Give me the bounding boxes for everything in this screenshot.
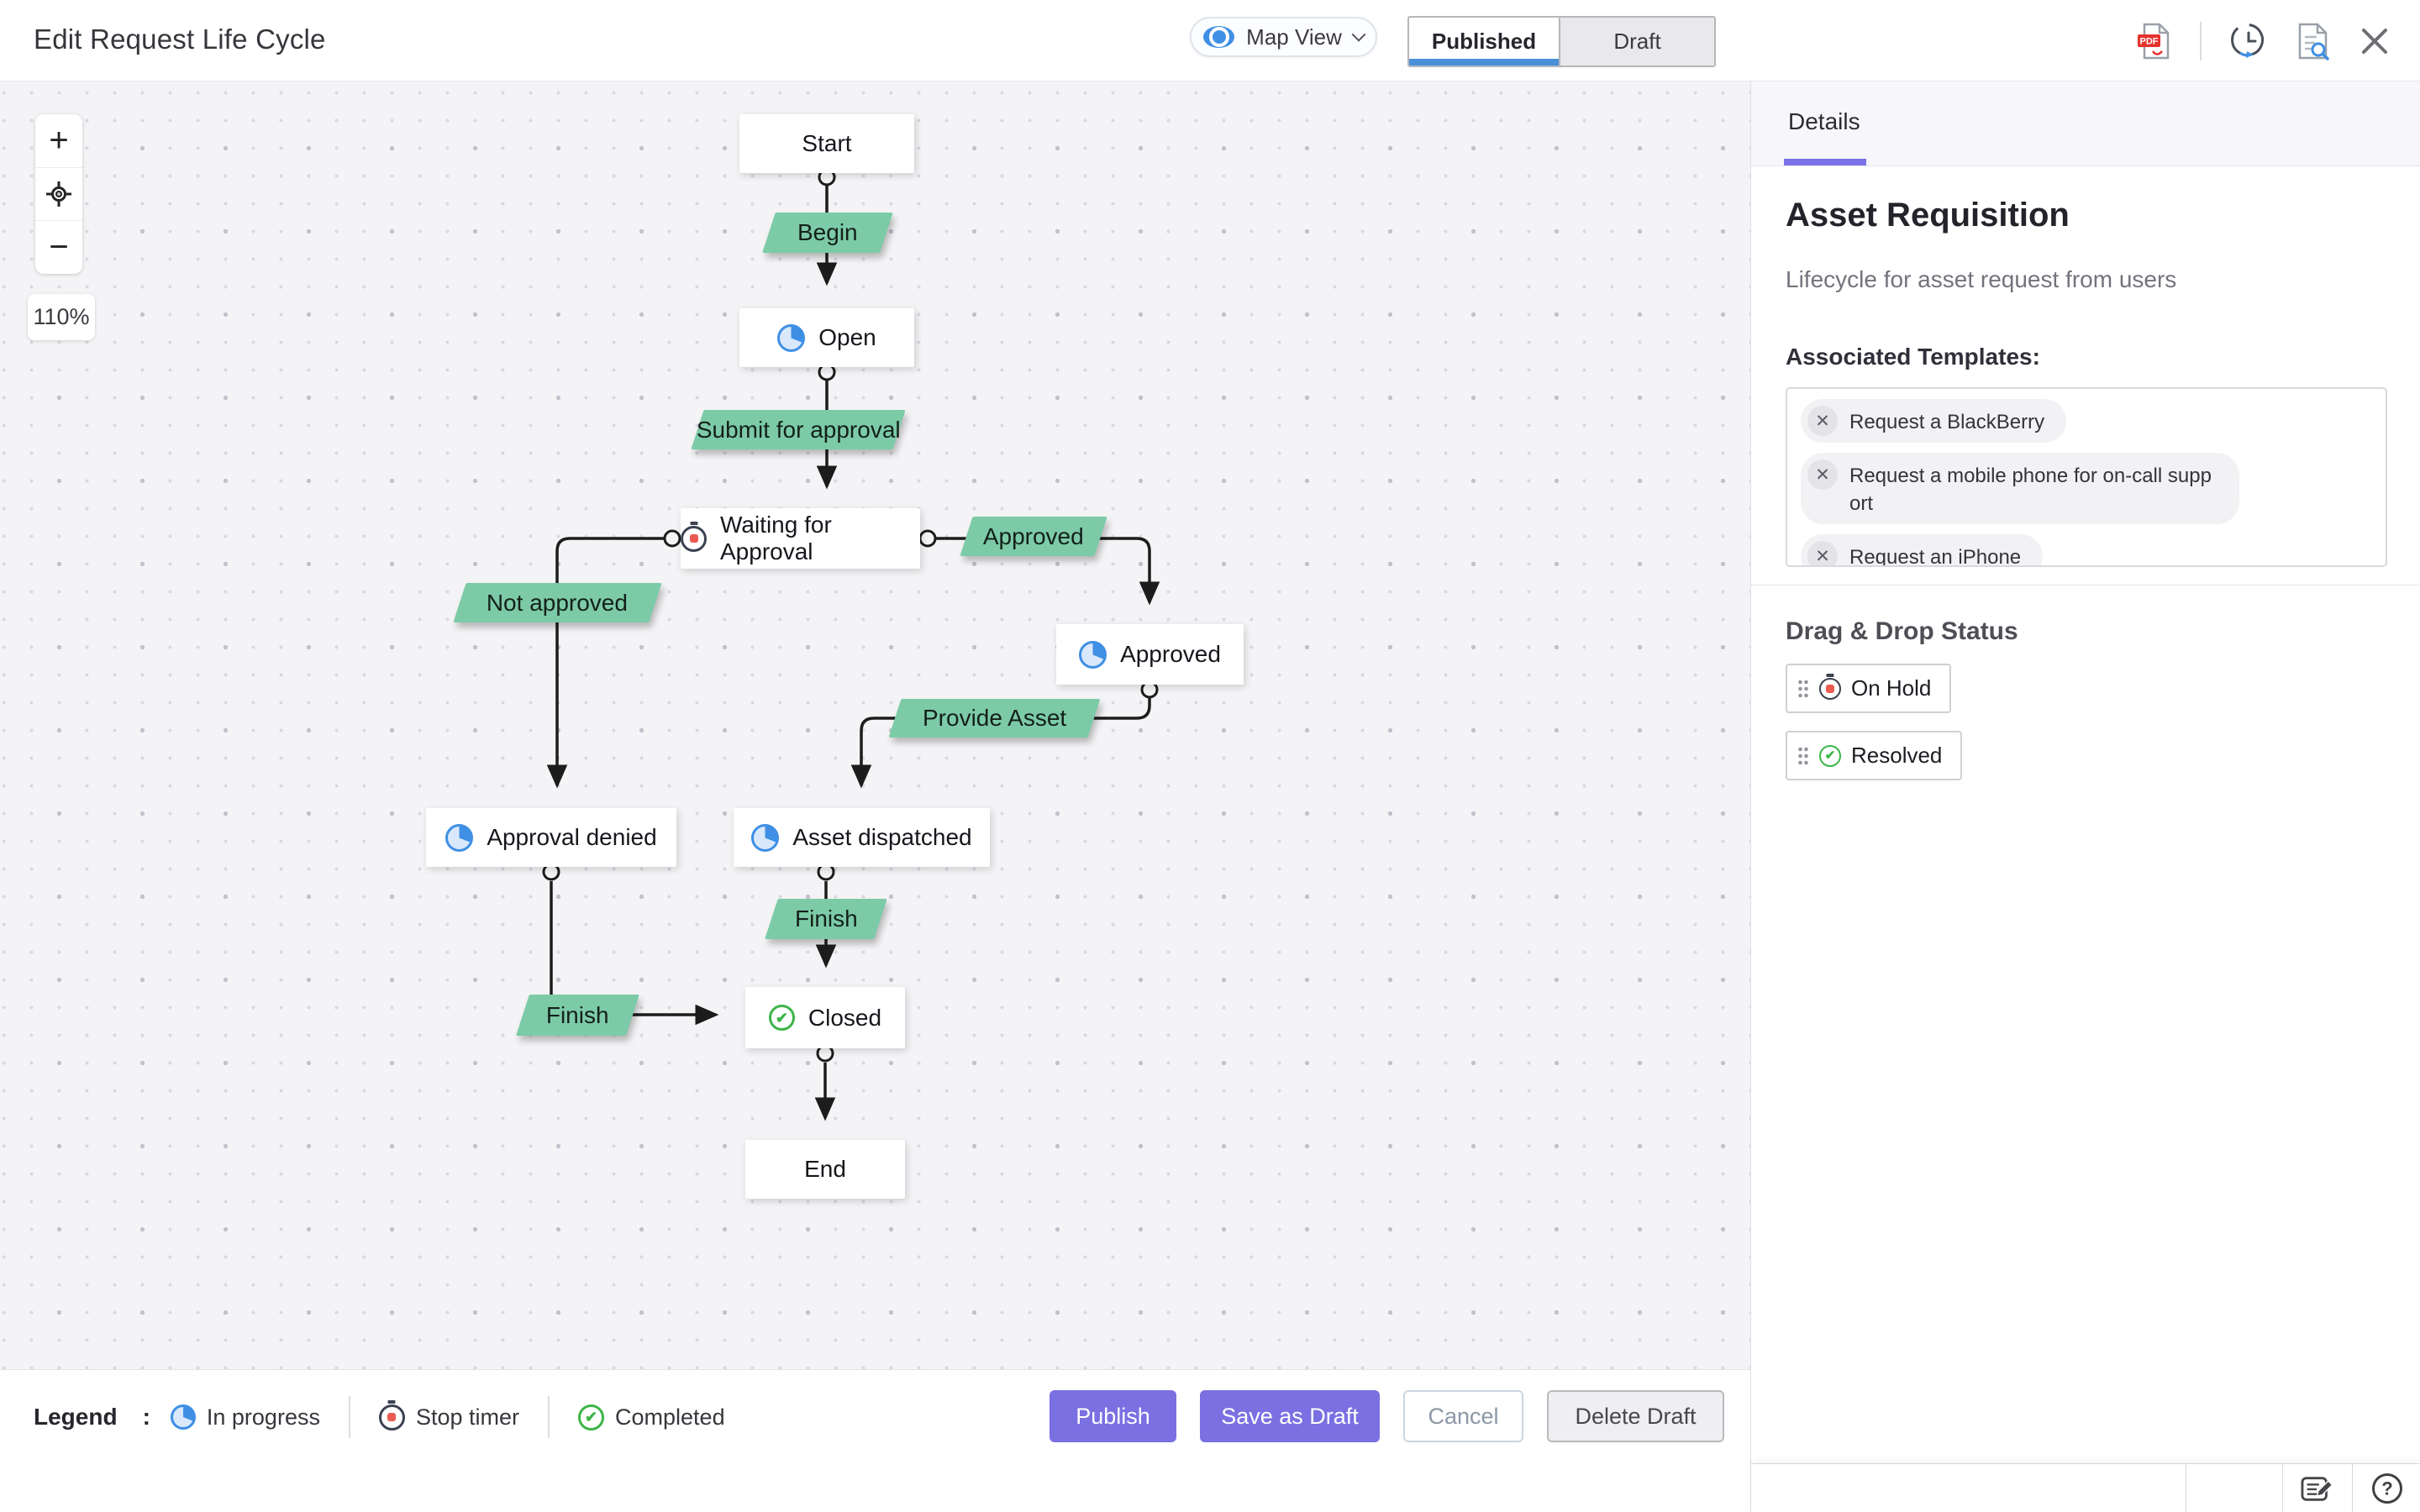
zoom-out-button[interactable]: − bbox=[35, 220, 82, 274]
panel-body: Asset Requisition Lifecycle for asset re… bbox=[1751, 166, 2420, 780]
node-start[interactable]: Start bbox=[739, 114, 914, 173]
transition-provide-asset[interactable]: Provide Asset bbox=[888, 699, 1101, 738]
transition-approved[interactable]: Approved bbox=[960, 517, 1107, 556]
legend-title: Legend bbox=[34, 1404, 118, 1430]
export-pdf-icon[interactable]: PDF bbox=[2136, 21, 2171, 61]
panel-bottom-toolbar: ? bbox=[1751, 1463, 2420, 1512]
transition-submit-for-approval[interactable]: Submit for approval bbox=[691, 410, 906, 449]
legend: Legend : In progress Stop timer Complete… bbox=[34, 1390, 725, 1444]
node-approval-denied[interactable]: Approval denied bbox=[426, 808, 676, 867]
node-open[interactable]: Open bbox=[739, 308, 914, 367]
lifecycle-title: Asset Requisition bbox=[1786, 197, 2070, 234]
node-asset-dispatched[interactable]: Asset dispatched bbox=[734, 808, 990, 867]
remove-template-icon[interactable] bbox=[1807, 541, 1838, 565]
save-as-draft-button[interactable]: Save as Draft bbox=[1200, 1390, 1380, 1442]
transition-finish[interactable]: Finish bbox=[765, 899, 887, 939]
node-approved[interactable]: Approved bbox=[1056, 624, 1244, 685]
completed-icon bbox=[578, 1404, 605, 1431]
locate-icon bbox=[46, 181, 71, 207]
publish-button[interactable]: Publish bbox=[1050, 1390, 1176, 1442]
in-progress-icon bbox=[751, 823, 780, 852]
in-progress-icon bbox=[170, 1404, 196, 1430]
completed-icon bbox=[768, 1005, 795, 1031]
eye-icon bbox=[1203, 26, 1235, 48]
legend-item-completed: Completed bbox=[578, 1404, 725, 1431]
stop-timer-icon bbox=[681, 525, 707, 552]
help-button[interactable]: ? bbox=[2352, 1464, 2420, 1512]
divider bbox=[548, 1396, 550, 1438]
node-closed[interactable]: Closed bbox=[745, 987, 905, 1048]
in-progress-icon bbox=[1079, 640, 1107, 669]
tab-published[interactable]: Published bbox=[1409, 18, 1559, 66]
transition-not-approved[interactable]: Not approved bbox=[453, 583, 662, 622]
close-icon[interactable] bbox=[2360, 26, 2390, 56]
tab-draft[interactable]: Draft bbox=[1559, 18, 1714, 66]
stop-timer-icon bbox=[378, 1404, 405, 1431]
toolbar-spacer bbox=[2186, 1464, 2282, 1512]
publish-state-tabs: Published Draft bbox=[1407, 16, 1716, 67]
cancel-button[interactable]: Cancel bbox=[1403, 1390, 1523, 1442]
divider bbox=[348, 1396, 350, 1438]
header: Edit Request Life Cycle Map View Publish… bbox=[0, 0, 2420, 81]
footer-buttons: Publish Save as Draft Cancel Delete Draf… bbox=[1050, 1390, 1724, 1442]
history-icon[interactable] bbox=[2230, 23, 2267, 60]
svg-text:?: ? bbox=[2381, 1478, 2392, 1499]
help-icon: ? bbox=[2371, 1473, 2402, 1504]
zoom-controls: + − bbox=[35, 114, 82, 274]
drag-handle-icon bbox=[1798, 680, 1808, 697]
remove-template-icon[interactable] bbox=[1807, 406, 1838, 436]
chevron-down-icon bbox=[1351, 27, 1366, 42]
audit-document-icon[interactable] bbox=[2296, 21, 2331, 61]
header-actions: PDF bbox=[2136, 0, 2390, 81]
node-end[interactable]: End bbox=[745, 1140, 905, 1199]
canvas-footer: Legend : In progress Stop timer Complete… bbox=[0, 1369, 1750, 1512]
template-chip: Request a BlackBerry bbox=[1801, 399, 2067, 444]
template-chip: Request an iPhone bbox=[1801, 534, 2044, 565]
zoom-level-badge: 110% bbox=[28, 294, 95, 340]
drag-status-on-hold[interactable]: On Hold bbox=[1786, 664, 1952, 713]
associated-templates-label: Associated Templates: bbox=[1786, 344, 2040, 370]
lifecycle-description: Lifecycle for asset request from users bbox=[1786, 266, 2177, 292]
view-selector-label: Map View bbox=[1246, 24, 1342, 50]
active-tab-underline bbox=[1784, 159, 1866, 165]
associated-templates-box: Request a BlackBerry Request a mobile ph… bbox=[1786, 387, 2387, 567]
template-chip: Request a mobile phone for on-call suppo… bbox=[1801, 453, 2239, 525]
panel-tabs: Details bbox=[1751, 81, 2420, 166]
fit-to-screen-button[interactable] bbox=[35, 166, 82, 221]
remove-template-icon[interactable] bbox=[1807, 459, 1838, 491]
legend-item-stop-timer: Stop timer bbox=[378, 1404, 519, 1431]
view-selector-dropdown[interactable]: Map View bbox=[1190, 17, 1377, 57]
zoom-in-button[interactable]: + bbox=[49, 121, 69, 159]
stop-timer-icon bbox=[1819, 677, 1841, 700]
delete-draft-button[interactable]: Delete Draft bbox=[1547, 1390, 1724, 1442]
completed-icon bbox=[1819, 744, 1841, 767]
transition-finish[interactable]: Finish bbox=[516, 995, 639, 1036]
edit-note-icon bbox=[2301, 1476, 2333, 1501]
legend-item-in-progress: In progress bbox=[170, 1404, 320, 1431]
drag-drop-status-label: Drag & Drop Status bbox=[1786, 617, 2018, 645]
details-panel: Details Asset Requisition Lifecycle for … bbox=[1750, 81, 2420, 1512]
svg-text:PDF: PDF bbox=[2140, 36, 2159, 46]
in-progress-icon bbox=[445, 823, 474, 852]
transition-begin[interactable]: Begin bbox=[762, 213, 893, 253]
in-progress-icon bbox=[777, 323, 806, 352]
feedback-button[interactable] bbox=[2282, 1464, 2352, 1512]
divider bbox=[2200, 21, 2202, 60]
tab-details[interactable]: Details bbox=[1788, 108, 1860, 134]
drag-handle-icon bbox=[1798, 747, 1808, 764]
lifecycle-canvas[interactable]: Begin Submit for approval Approved Not a… bbox=[0, 81, 1750, 1369]
page-title: Edit Request Life Cycle bbox=[34, 24, 326, 55]
drag-status-resolved[interactable]: Resolved bbox=[1786, 731, 1963, 780]
node-waiting-for-approval[interactable]: Waiting for Approval bbox=[681, 508, 920, 569]
